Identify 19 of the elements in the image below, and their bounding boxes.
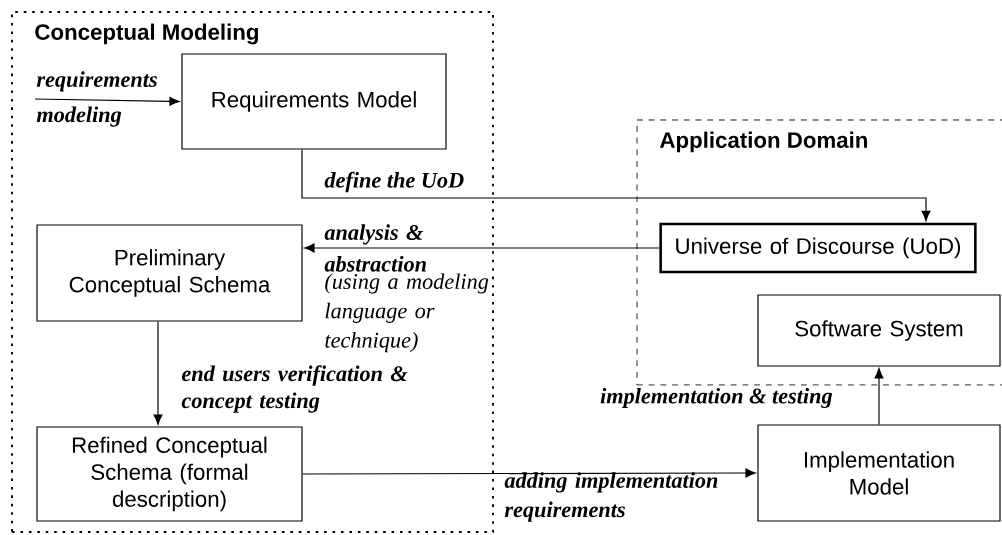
arrow: [304, 243, 660, 253]
edge-label: define the UoD: [324, 171, 464, 193]
edge-label: requirements modeling: [36, 71, 157, 127]
edge-label: end users verification & concept testing: [181, 365, 408, 413]
process-box: Software System: [757, 294, 1001, 367]
arrow: [153, 321, 163, 425]
process-box: Requirements Model: [181, 53, 447, 150]
process-box: Refined Conceptual Schema (formal description): [36, 426, 303, 522]
edge-label: implementation & testing: [600, 387, 833, 409]
arrow: [874, 368, 884, 425]
process-box: Implementation Model: [757, 424, 1001, 522]
edge-label: analysis & abstraction: [324, 224, 426, 272]
arrow: [302, 468, 756, 478]
process-box: Preliminary Conceptual Schema: [36, 224, 303, 322]
arrow: [34, 96, 180, 106]
note-text: (using a modeling language or technique): [325, 273, 489, 353]
edge-label: adding implementation requirements: [504, 472, 718, 522]
arrow: [301, 149, 931, 222]
process-box: Universe of Discourse (UoD): [659, 222, 977, 274]
